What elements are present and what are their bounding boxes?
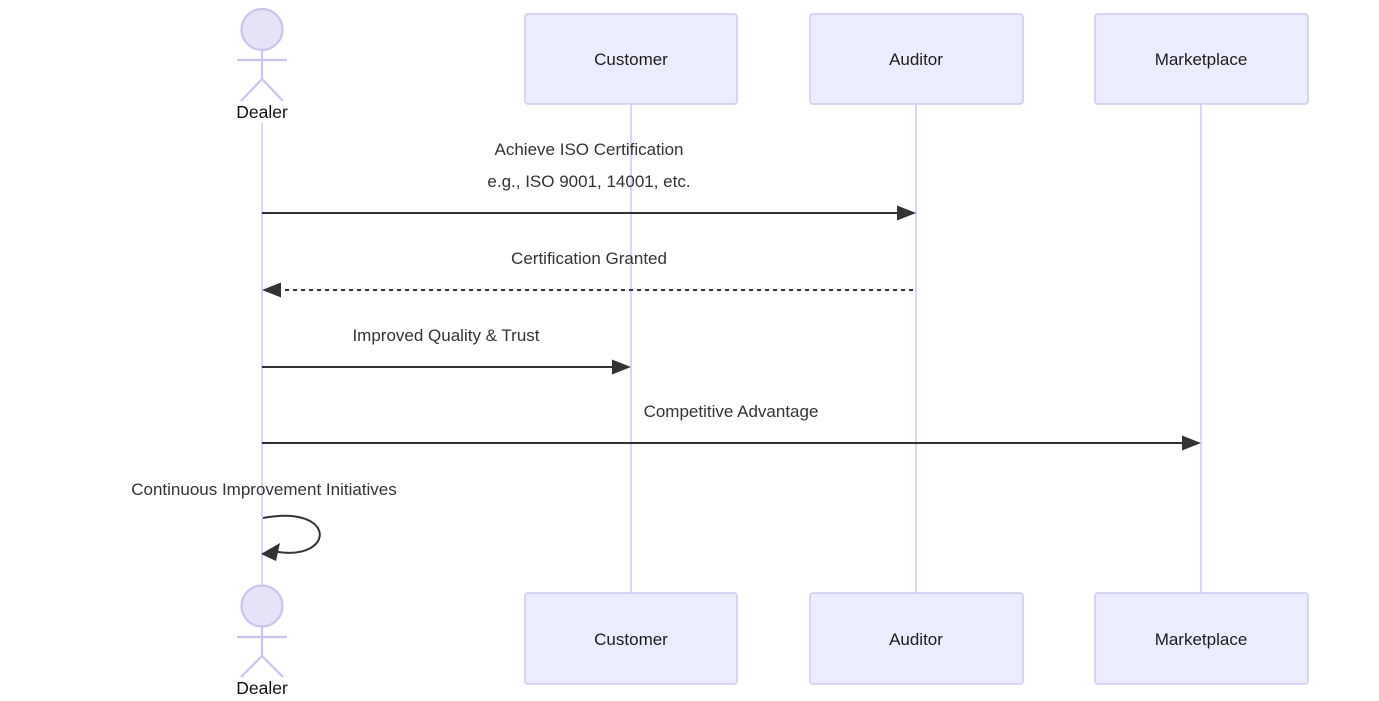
person-icon: [240, 584, 284, 628]
message-certification-granted: Certification Granted: [262, 249, 916, 298]
message-text-line1: Improved Quality & Trust: [352, 326, 539, 345]
participant-box-auditor: [809, 592, 1024, 685]
message-text-line1: Competitive Advantage: [644, 402, 819, 421]
participant-label-marketplace: Marketplace: [1155, 50, 1248, 69]
participant-box-marketplace: [1094, 13, 1309, 105]
participant-box-marketplace: [1094, 592, 1309, 685]
actor-dealer-top: Dealer: [236, 7, 288, 122]
self-loop-arrow-line: [262, 514, 321, 554]
participant-auditor-bottom: Auditor: [809, 592, 1024, 685]
actor-dealer-bottom: Dealer: [236, 584, 288, 698]
message-competitive-advantage: Competitive Advantage: [262, 402, 1201, 451]
participant-auditor-top: Auditor: [809, 13, 1024, 105]
message-text-line1: Achieve ISO Certification: [495, 140, 684, 159]
participant-label-marketplace: Marketplace: [1155, 630, 1248, 649]
participant-box-customer: [524, 13, 738, 105]
message-text-line1: Certification Granted: [511, 249, 667, 268]
message-continuous-improvement: Continuous Improvement Initiatives: [131, 480, 397, 561]
person-leg-left: [240, 78, 263, 102]
person-leg-left: [240, 655, 263, 678]
participant-customer-bottom: Customer: [524, 592, 738, 685]
participant-customer-top: Customer: [524, 13, 738, 105]
actor-label-dealer: Dealer: [236, 678, 288, 698]
arrowhead-right-icon: [1182, 435, 1201, 451]
message-text-line1: Continuous Improvement Initiatives: [131, 480, 397, 499]
participant-label-auditor: Auditor: [889, 50, 943, 69]
actor-label-dealer: Dealer: [236, 102, 288, 122]
arrowhead-right-icon: [612, 359, 631, 375]
person-leg-right: [261, 78, 284, 102]
message-text-line2: e.g., ISO 9001, 14001, etc.: [487, 172, 690, 191]
arrowhead-left-icon: [261, 543, 280, 561]
arrowhead-right-icon: [897, 205, 916, 221]
participant-marketplace-top: Marketplace: [1094, 13, 1309, 105]
participant-box-auditor: [809, 13, 1024, 105]
participant-label-auditor: Auditor: [889, 630, 943, 649]
arrowhead-left-icon: [262, 282, 281, 298]
message-improved-quality-trust: Improved Quality & Trust: [262, 326, 631, 375]
participant-marketplace-bottom: Marketplace: [1094, 592, 1309, 685]
participant-label-customer: Customer: [594, 630, 668, 649]
participant-box-customer: [524, 592, 738, 685]
person-icon: [240, 7, 284, 52]
person-leg-right: [261, 655, 284, 678]
message-achieve-iso-certification: Achieve ISO Certification e.g., ISO 9001…: [262, 140, 916, 221]
participant-label-customer: Customer: [594, 50, 668, 69]
